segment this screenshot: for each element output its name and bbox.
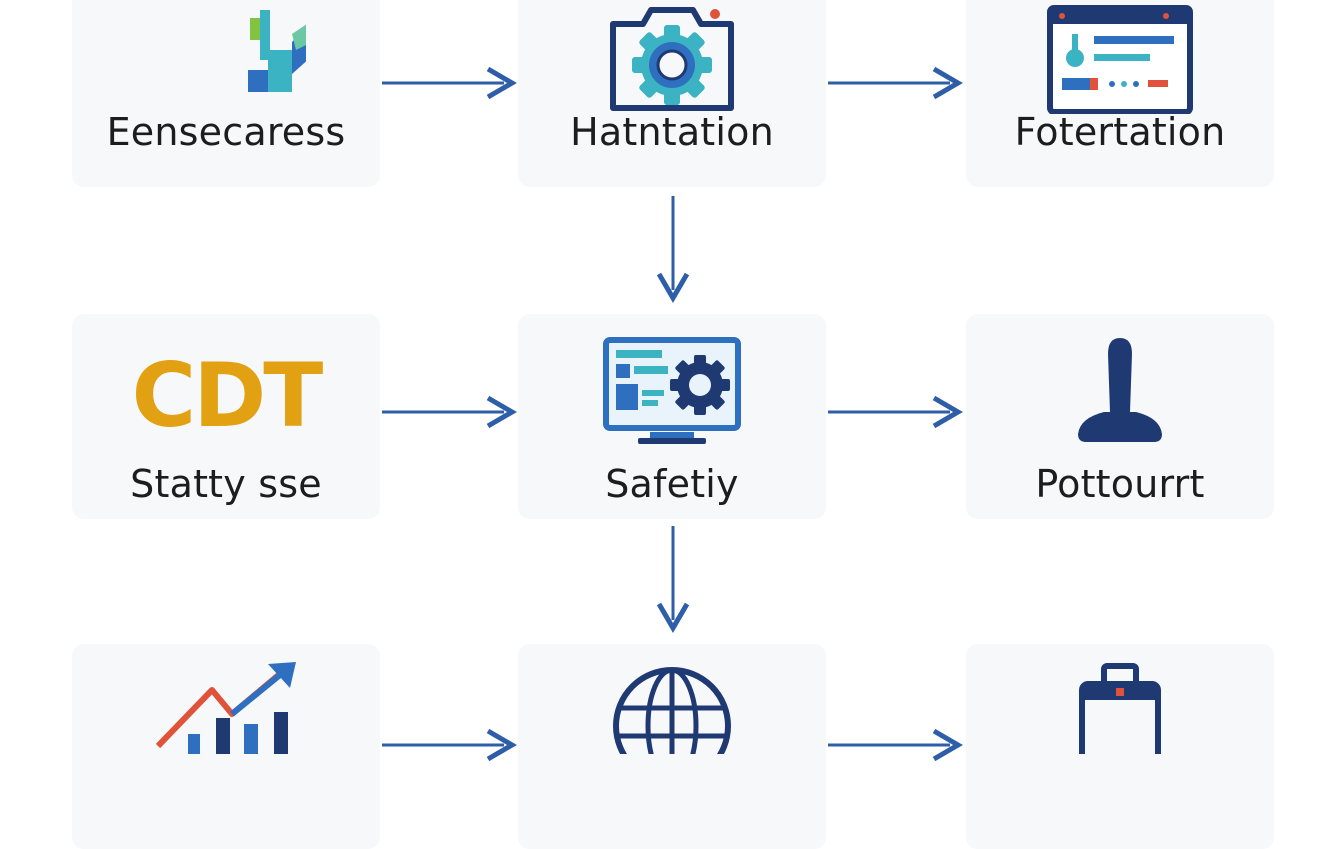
node-label: Statty sse — [130, 462, 322, 506]
browser-window-icon — [966, 0, 1274, 114]
arrow-down — [656, 196, 690, 303]
node-trend-chart — [72, 644, 380, 849]
node-label: Eensecaress — [106, 110, 346, 154]
bar-chart-icon — [72, 0, 380, 102]
node-statty-sse: CDT Statty sse — [72, 314, 380, 519]
trend-chart-icon — [72, 644, 380, 764]
node-label: Pottourrt — [1035, 462, 1205, 506]
arrow-right — [828, 66, 963, 100]
node-label: Hatntation — [570, 110, 774, 154]
globe-icon — [518, 644, 826, 764]
node-label: Fotertation — [1014, 110, 1226, 154]
camera-gear-icon — [518, 0, 826, 111]
node-safetiy: Safetiy — [518, 314, 826, 519]
arrow-right — [382, 728, 517, 762]
node-fotertation: Fotertation — [966, 0, 1274, 187]
arrow-right — [828, 395, 963, 429]
monitor-gear-icon — [518, 314, 826, 444]
node-eensecaress: Eensecaress — [72, 0, 380, 187]
node-label: Safetiy — [605, 462, 739, 506]
arrow-right — [828, 728, 963, 762]
node-globe — [518, 644, 826, 849]
node-pottourrt: Pottourrt — [966, 314, 1274, 519]
clipboard-icon — [966, 644, 1274, 764]
stamp-icon — [966, 314, 1274, 442]
arrow-right — [382, 66, 517, 100]
arrow-right — [382, 395, 517, 429]
node-clipboard — [966, 644, 1274, 849]
node-hatntation: Hatntation — [518, 0, 826, 187]
cdt-logo: CDT — [131, 344, 324, 447]
arrow-down — [656, 526, 690, 633]
